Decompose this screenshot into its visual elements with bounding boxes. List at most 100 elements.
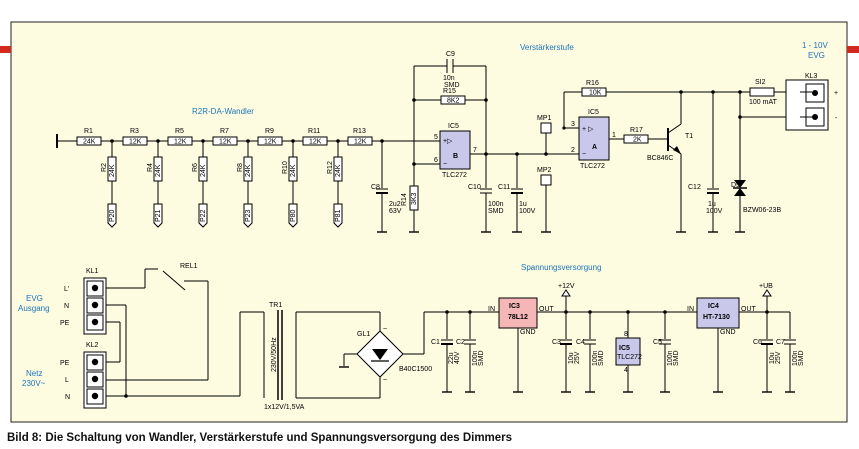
p21-label: P21 (155, 209, 162, 222)
title-evg-out-1: 1 - 10V (802, 41, 828, 50)
r16-name: R16 (586, 80, 599, 87)
r4-name: R4 (147, 163, 154, 172)
ic5-pwr-type: TLC272 (617, 354, 642, 361)
title-netz-2: 230V~ (22, 379, 46, 388)
r6-name: R6 (192, 163, 199, 172)
c3-name: C3 (552, 339, 561, 346)
c6-v1: 10u (769, 352, 776, 364)
c7-name: C7 (776, 339, 785, 346)
kl1-pin-pe: PE (60, 320, 70, 327)
c8-v1: 2u2 (389, 201, 401, 208)
c2-v2: SMD (478, 350, 485, 366)
ic5b-sym: ▷ (447, 138, 453, 145)
c9-name: C9 (446, 51, 455, 58)
ic4-in: IN (687, 306, 694, 313)
r4-value: 24K (155, 164, 162, 177)
c9-v1: 10n (443, 75, 455, 82)
r13-value: 12K (354, 139, 367, 146)
t1-emitter-arrow (673, 146, 681, 154)
c3-v2: 25V (574, 351, 581, 364)
ic5b-unit: B (453, 153, 458, 160)
c12-v1: 1u (708, 201, 716, 208)
c10-v1: 100n (488, 201, 504, 208)
amp-b-stage (376, 59, 579, 232)
ic3-out: OUT (539, 306, 555, 313)
c9-v2: SMD (444, 82, 460, 89)
ic5a-plus-sign: + (582, 126, 586, 133)
ic5b-name: IC5 (448, 123, 459, 130)
c3-v1: 10u (568, 352, 575, 364)
kl1-terminal-3 (91, 318, 99, 326)
gl1-ac-2: ~ (383, 377, 387, 384)
ic5-pwr-name: IC5 (619, 345, 630, 352)
r2-name: R2 (101, 163, 108, 172)
c1-name: C1 (431, 339, 440, 346)
c4-v1: 100n (592, 350, 599, 366)
ic5a-pin-plus: 3 (571, 121, 575, 128)
ic5a-unit: A (592, 144, 597, 151)
r5-name: R5 (175, 128, 184, 135)
kl2-terminal-3 (91, 392, 99, 400)
r3-name: R3 (130, 128, 139, 135)
ic5a-type: TLC272 (580, 163, 605, 170)
ic5a-name: IC5 (588, 109, 599, 116)
kl1-terminal-1 (91, 284, 99, 292)
p81-label: P81 (335, 209, 342, 222)
title-amp: Verstärkerstufe (520, 43, 574, 52)
kl3-terminal-2 (812, 114, 818, 120)
title-evg-out-2: EVG (808, 51, 825, 60)
r15-name: R15 (443, 88, 456, 95)
c2-v1: 100n (472, 350, 479, 366)
c11-name: C11 (498, 184, 510, 191)
p23-label: P23 (245, 209, 252, 222)
d5-type: BZW06-23B (743, 207, 781, 214)
r11-value: 12K (309, 139, 322, 146)
r13-name: R13 (353, 128, 366, 135)
ic5b-pin-plus: 5 (434, 134, 438, 141)
title-evg-ausgang-2: Ausgang (18, 304, 50, 313)
r16-value: 10K (589, 90, 602, 97)
c4-v2: SMD (598, 350, 605, 366)
tr1-name: TR1 (269, 302, 282, 309)
c5-v2: SMD (673, 350, 680, 366)
d5-cathode (734, 188, 746, 196)
d5-anode (734, 180, 746, 188)
r7-name: R7 (220, 128, 229, 135)
r8-value: 24K (245, 164, 252, 177)
kl2-terminal-1 (91, 358, 99, 366)
schematic-board (10, 21, 848, 423)
kl3-minus: - (835, 115, 838, 122)
c11-v1: 1u (519, 201, 527, 208)
r14-value: 3K3 (411, 192, 418, 205)
kl2-terminal-2 (91, 375, 99, 383)
ic5b-type: TLC272 (442, 172, 467, 179)
t1-name: T1 (685, 133, 693, 140)
rail-ub: +UB (759, 283, 773, 290)
title-evg-ausgang-1: EVG (26, 294, 43, 303)
ic4-type: HT-7130 (703, 314, 730, 321)
rail-arrows (561, 289, 772, 297)
c10-v2: SMD (488, 208, 504, 215)
r7-value: 12K (219, 139, 232, 146)
c10-name: C10 (468, 184, 481, 191)
si2-value: 100 mAT (749, 99, 778, 106)
bridge-diode-1 (372, 349, 388, 360)
ic5-pin-top: 8 (624, 331, 628, 338)
r9-value: 12K (264, 139, 277, 146)
kl3-name: KL3 (805, 73, 818, 80)
ic5a-minus-sign: − (582, 151, 586, 158)
r10-value: 24K (290, 164, 297, 177)
ic4-name: IC4 (708, 303, 719, 310)
r1-name: R1 (84, 128, 93, 135)
rel1-label: REL1 (180, 263, 198, 270)
kl1-pin-n: N (64, 303, 69, 310)
ic3-gnd: GND (520, 329, 536, 336)
amp-a-dots (562, 90, 742, 130)
c6-v2: 25V (775, 351, 782, 364)
c5-name: C5 (653, 339, 662, 346)
gl1-ac-1: ~ (383, 326, 387, 333)
d5-name: D5 (731, 182, 740, 189)
ic3-type: 78L12 (508, 314, 528, 321)
c1-v1: 22u (448, 352, 455, 364)
mp2-label: MP2 (537, 167, 552, 174)
